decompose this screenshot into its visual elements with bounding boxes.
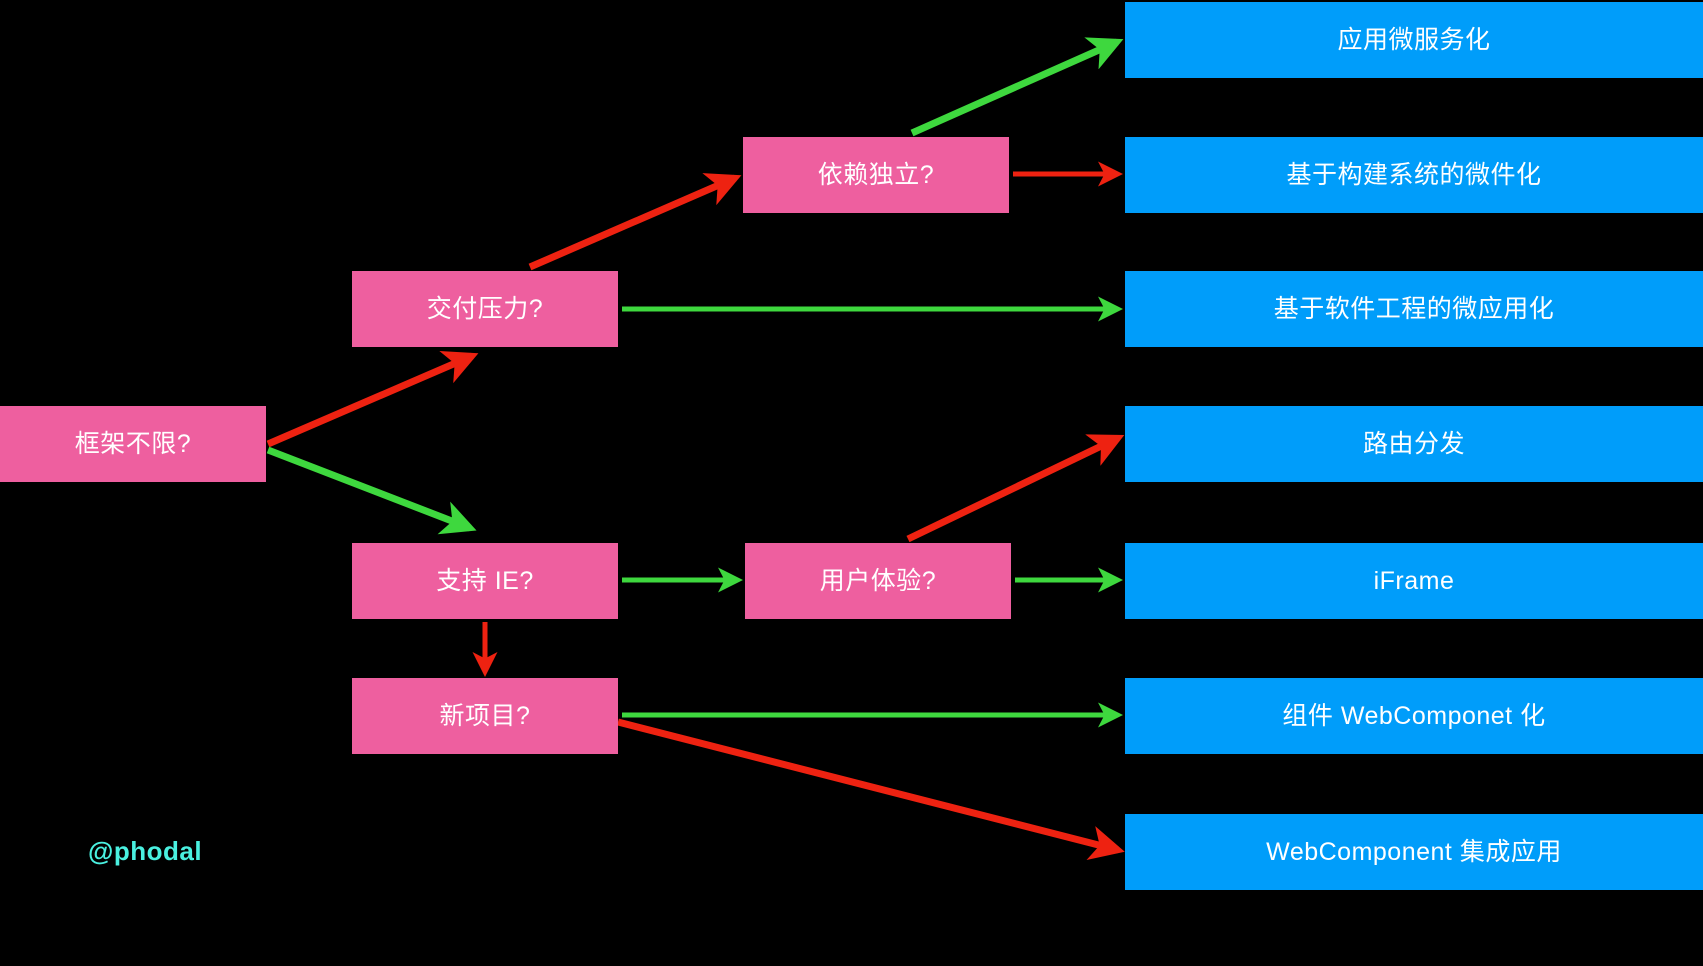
node-iframe[interactable]: iFrame [1125, 543, 1703, 619]
node-framework-agnostic[interactable]: 框架不限? [0, 406, 266, 482]
node-new-project[interactable]: 新项目? [352, 678, 618, 754]
edge-dependency-to-app-microservice [910, 37, 1124, 137]
node-label: iFrame [1373, 567, 1455, 595]
node-label: 组件 WebComponet 化 [1282, 702, 1546, 730]
node-web-component-integration[interactable]: WebComponent 集成应用 [1125, 814, 1703, 890]
node-label: 路由分发 [1362, 430, 1465, 458]
node-support-ie[interactable]: 支持 IE? [352, 543, 618, 619]
node-route-dispatch[interactable]: 路由分发 [1125, 406, 1703, 482]
node-dependency-independent[interactable]: 依赖独立? [743, 137, 1009, 213]
edge-framework-to-support-ie [266, 446, 477, 535]
node-label: 应用微服务化 [1337, 26, 1491, 54]
edge-framework-to-delivery [266, 351, 479, 448]
node-label: 用户体验? [819, 567, 937, 595]
node-web-component-ization[interactable]: 组件 WebComponet 化 [1125, 678, 1703, 754]
node-label: 交付压力? [426, 295, 544, 323]
node-user-experience[interactable]: 用户体验? [745, 543, 1011, 619]
node-label: 支持 IE? [436, 567, 534, 595]
node-app-microservice[interactable]: 应用微服务化 [1125, 2, 1703, 78]
node-build-system-micro[interactable]: 基于构建系统的微件化 [1125, 137, 1703, 213]
node-label: WebComponent 集成应用 [1266, 838, 1562, 866]
node-label: 基于软件工程的微应用化 [1273, 295, 1555, 323]
node-delivery-pressure[interactable]: 交付压力? [352, 271, 618, 347]
node-label: 依赖独立? [817, 161, 935, 189]
node-label: 新项目? [439, 702, 531, 730]
edge-new-project-to-wc-integration [617, 718, 1125, 861]
node-label: 基于构建系统的微件化 [1286, 161, 1542, 189]
node-label: 框架不限? [74, 430, 192, 458]
node-software-engineering-micro-app[interactable]: 基于软件工程的微应用化 [1125, 271, 1703, 347]
edge-user-experience-to-route-dispatch [906, 434, 1125, 543]
author-watermark: @phodal [88, 836, 203, 866]
edge-delivery-to-dependency [528, 173, 742, 271]
